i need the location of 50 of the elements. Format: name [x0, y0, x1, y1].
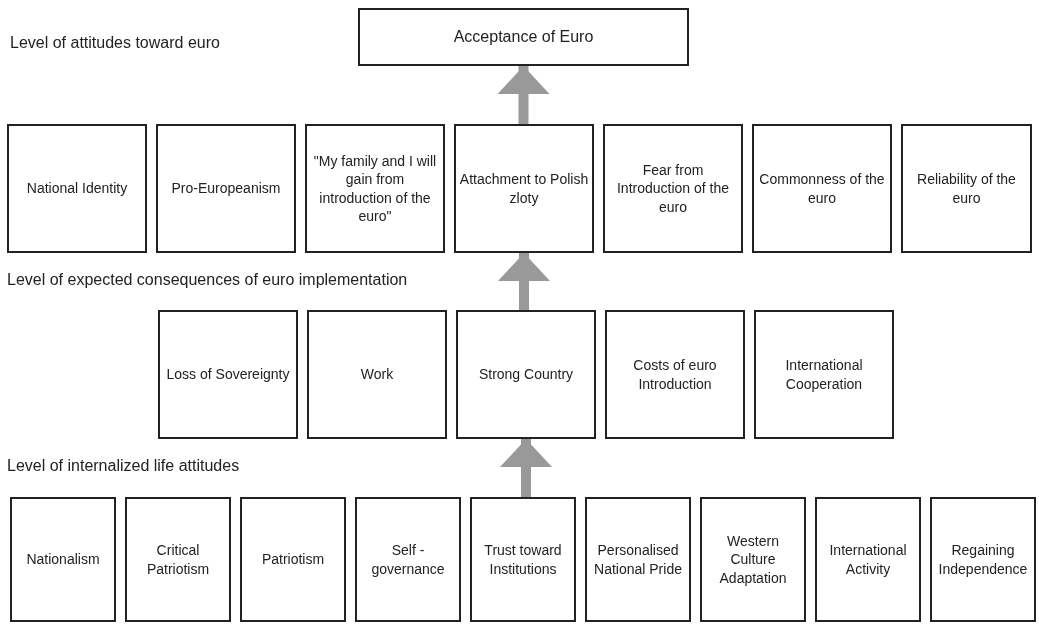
concept-box — [815, 497, 921, 622]
box-label: Acceptance of Euro — [453, 26, 594, 47]
concept-box — [156, 124, 296, 253]
concept-box — [240, 497, 346, 622]
concept-box — [585, 497, 691, 622]
box-label: Trust toward Institutions — [483, 541, 563, 578]
concept-box — [305, 124, 445, 253]
concept-box — [752, 124, 892, 253]
concept-box — [10, 497, 116, 622]
box-label: Commonness of the euro — [758, 170, 886, 207]
box-label: Nationalism — [26, 550, 100, 569]
concept-box — [470, 497, 576, 622]
level-heading: Level of expected consequences of euro implementation — [7, 271, 408, 289]
concept-box — [700, 497, 806, 622]
box-label: International Cooperation — [784, 356, 864, 393]
box-label: National Identity — [26, 179, 128, 198]
level-heading: Level of attitudes toward euro — [10, 34, 220, 52]
box-label: Personalised National Pride — [593, 541, 683, 578]
concept-box — [358, 8, 689, 66]
arrow — [498, 253, 550, 310]
concept-box — [7, 124, 147, 253]
box-label: Reliability of the euro — [916, 170, 1017, 207]
box-label: Work — [360, 365, 394, 384]
concept-box — [307, 310, 447, 439]
concept-box — [454, 124, 594, 253]
concept-box — [456, 310, 596, 439]
arrow — [497, 66, 550, 124]
concept-box — [603, 124, 743, 253]
box-label: Patriotism — [261, 550, 325, 569]
box-label: "My family and I will gain from introduction of the euro" — [312, 152, 438, 225]
concept-box — [158, 310, 298, 439]
box-label: Attachment to Polish zloty — [458, 170, 590, 207]
concept-box — [125, 497, 231, 622]
concept-box — [901, 124, 1032, 253]
concept-box — [754, 310, 894, 439]
box-label: Fear from Introduction of the euro — [615, 161, 731, 216]
box-label: Western Culture Adaptation — [718, 532, 788, 587]
box-label: Costs of euro Introduction — [632, 356, 718, 393]
level-heading: Level of internalized life attitudes — [7, 457, 240, 475]
arrow — [500, 439, 552, 497]
box-label: International Activity — [828, 541, 908, 578]
concept-box — [605, 310, 745, 439]
concept-box — [930, 497, 1036, 622]
box-label: Self -governance — [370, 541, 446, 578]
box-label: Strong Country — [478, 365, 574, 384]
box-label: Loss of Sovereignty — [166, 365, 290, 384]
box-label: Critical Patriotism — [145, 541, 211, 578]
box-label: Pro-Europeanism — [171, 179, 281, 198]
concept-box — [355, 497, 461, 622]
box-label: Regaining Independence — [937, 541, 1029, 578]
